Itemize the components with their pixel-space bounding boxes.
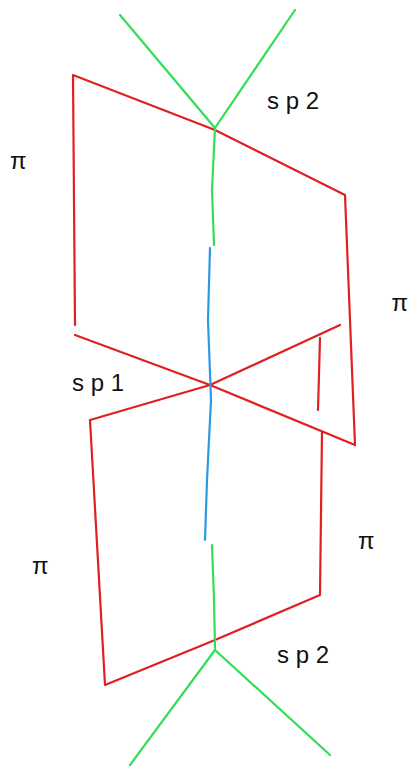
- pi-label: π: [389, 290, 410, 316]
- sigma-bond: [120, 15, 215, 128]
- hybridization-label: s p 2: [265, 88, 321, 114]
- hybridization-label: s p 1: [70, 370, 126, 396]
- sigma-bond: [130, 650, 215, 765]
- pi-label: π: [8, 148, 29, 174]
- sp-axis: [205, 248, 211, 540]
- middle-pi-plane: [318, 338, 320, 410]
- pi-label: π: [356, 528, 377, 554]
- pi-label: π: [30, 553, 51, 579]
- middle-pi-plane: [90, 325, 340, 420]
- sigma-axis: [212, 545, 215, 648]
- sigma-axis: [212, 128, 215, 245]
- hybridization-label: s p 2: [275, 642, 331, 668]
- upper-pi-plane: [345, 195, 355, 445]
